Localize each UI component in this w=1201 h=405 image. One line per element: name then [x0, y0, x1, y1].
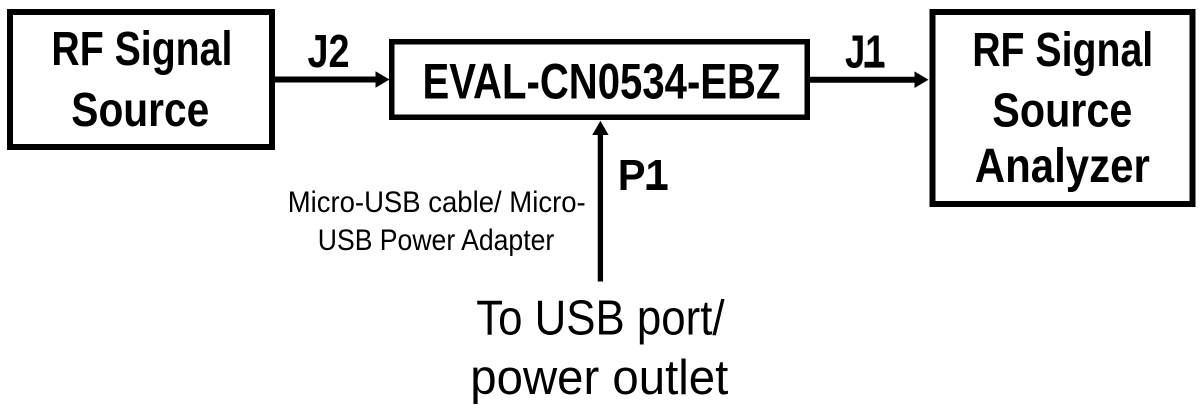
svg-text:RF Signal: RF Signal: [972, 24, 1153, 77]
svg-text:J2: J2: [308, 25, 350, 77]
svg-text:Source: Source: [992, 84, 1132, 137]
svg-text:Micro-USB cable/ Micro-: Micro-USB cable/ Micro-: [288, 186, 586, 219]
svg-text:power outlet: power outlet: [470, 351, 728, 405]
svg-text:P1: P1: [618, 151, 669, 200]
svg-text:To USB port/: To USB port/: [476, 292, 725, 346]
svg-text:Analyzer: Analyzer: [975, 140, 1150, 193]
svg-text:USB Power Adapter: USB Power Adapter: [318, 224, 555, 257]
svg-text:EVAL-CN0534-EBZ: EVAL-CN0534-EBZ: [423, 52, 781, 109]
svg-text:J1: J1: [845, 26, 886, 78]
svg-text:RF Signal: RF Signal: [51, 23, 232, 76]
svg-text:Source: Source: [71, 84, 209, 137]
